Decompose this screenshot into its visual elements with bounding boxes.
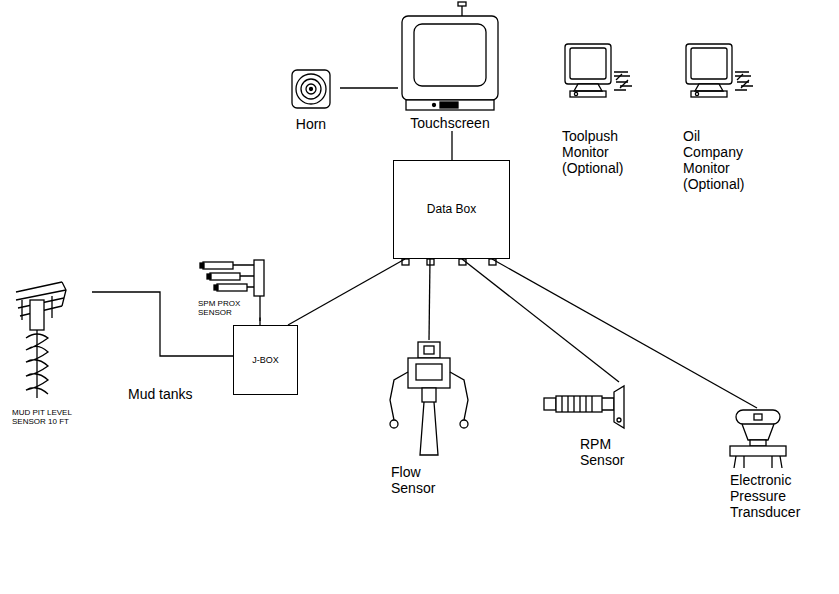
node-label: SPM PROX SENSOR <box>198 299 244 317</box>
node-label: J-BOX <box>252 355 279 365</box>
toolpush-monitor-label: Toolpush Monitor (Optional) <box>562 42 634 176</box>
mud-pit-level-sensor-icon <box>16 282 66 398</box>
node-label: Toolpush Monitor (Optional) <box>562 128 628 176</box>
pressure-transducer-label: Electronic Pressure Transducer <box>712 408 812 520</box>
cable-glands <box>402 259 496 265</box>
cable <box>451 131 452 160</box>
data-box: Data Box <box>393 160 510 259</box>
junction-box: J-BOX <box>233 325 298 395</box>
oil-company-monitor-icon <box>686 44 753 97</box>
cable <box>340 87 398 88</box>
pressure-transducer-icon <box>730 410 786 468</box>
rpm-sensor-icon <box>544 386 624 428</box>
node-label: RPM Sensor <box>580 436 640 468</box>
node-label: Oil Company Monitor (Optional) <box>683 128 753 192</box>
area-label: Mud tanks <box>128 386 193 402</box>
cable <box>492 259 757 408</box>
node-label: Data Box <box>427 203 476 217</box>
cable <box>288 259 405 325</box>
cable <box>259 317 260 325</box>
cable <box>462 259 619 382</box>
spm-prox-sensor-label: SPM PROX SENSOR <box>198 255 266 317</box>
mud-pit-level-sensor-label: MUD PIT LEVEL SENSOR 10 FT <box>10 278 92 426</box>
node-label: Flow Sensor <box>391 464 451 496</box>
touchscreen-label: Touchscreen <box>398 2 502 131</box>
flow-sensor-label: Flow Sensor <box>385 340 475 496</box>
horn-icon <box>292 70 330 108</box>
node-label: Electronic Pressure Transducer <box>730 472 812 520</box>
touchscreen-icon <box>402 2 498 110</box>
rpm-sensor-label: RPM Sensor <box>540 382 640 468</box>
flow-sensor-icon <box>390 342 468 455</box>
oil-company-monitor-label: Oil Company Monitor (Optional) <box>683 42 759 192</box>
cable <box>429 259 430 340</box>
node-label: MUD PIT LEVEL SENSOR 10 FT <box>12 408 80 426</box>
node-label: Touchscreen <box>398 115 502 131</box>
toolpush-monitor-icon <box>565 44 632 97</box>
horn-label: Horn <box>282 68 340 132</box>
node-label: Horn <box>282 116 340 132</box>
